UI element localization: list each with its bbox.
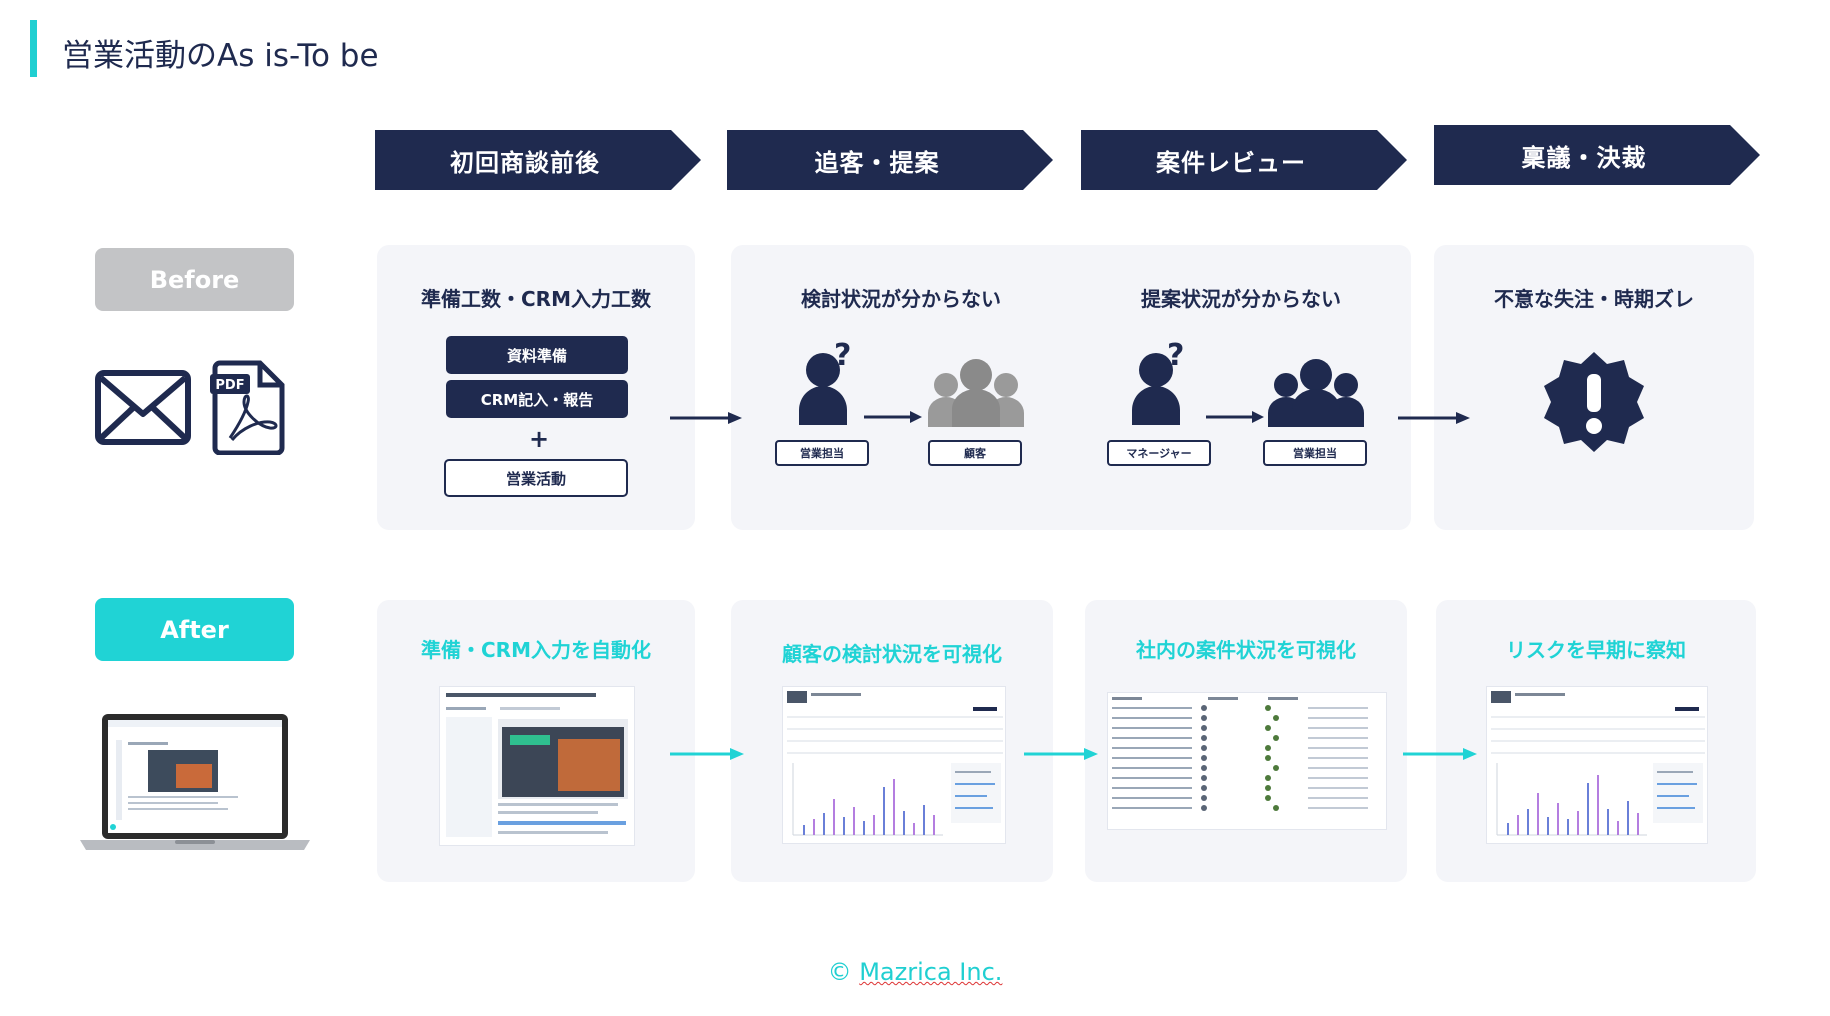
person-tag: 営業担当 — [775, 440, 869, 466]
alert-badge-icon — [1544, 352, 1644, 452]
company-name: Mazrica Inc. — [859, 958, 1003, 986]
screenshot-thumbnail — [787, 691, 1003, 836]
before-panel-status: 検討状況が分からない 提案状況が分からない ? 営業担当 顧客 ? マネージャー… — [731, 245, 1411, 530]
plus-sign: + — [529, 425, 550, 453]
copyright-footer: © Mazrica Inc. — [0, 958, 1830, 986]
chevron-shape — [1081, 130, 1407, 190]
arrow-right-icon — [670, 412, 742, 424]
person-icon — [1132, 353, 1180, 425]
manager-tag: マネージャー — [1107, 440, 1211, 466]
panel-heading: リスクを早期に察知 — [1506, 638, 1686, 662]
screenshot-thumbnail — [1112, 697, 1368, 811]
after-badge: After — [95, 598, 294, 661]
panel-heading: 社内の案件状況を可視化 — [1136, 638, 1356, 662]
chevron-shape — [375, 130, 701, 190]
question-mark: ? — [834, 338, 852, 373]
customer-tag: 顧客 — [928, 440, 1022, 466]
after-panel-internal: 社内の案件状況を可視化 — [1085, 600, 1407, 882]
chevron-shape — [1434, 125, 1760, 185]
screenshot-thumbnail — [1491, 691, 1705, 836]
panel-heading: 顧客の検討状況を可視化 — [782, 642, 1002, 666]
stage-label: 追客・提案 — [814, 148, 940, 177]
screenshot-thumbnail — [446, 693, 628, 837]
pdf-file-icon: PDF — [210, 360, 285, 455]
panel-heading: 不意な失注・時期ズレ — [1494, 287, 1694, 311]
before-badge: Before — [95, 248, 294, 311]
svg-text:PDF: PDF — [215, 378, 244, 393]
sales-group-icon — [1268, 359, 1364, 427]
title-accent-bar — [30, 20, 37, 77]
person-icon — [799, 353, 847, 425]
laptop-icon — [80, 714, 310, 850]
stage-label: 稟議・決裁 — [1521, 143, 1647, 172]
before-panel-risk: 不意な失注・時期ズレ — [1434, 245, 1754, 530]
stage-label: 初回商談前後 — [450, 148, 600, 177]
deal-list-screenshot — [1107, 692, 1387, 830]
panel-heading: 準備工数・CRM入力工数 — [421, 287, 651, 311]
arrow-right-icon — [1403, 748, 1477, 760]
panel-heading: 提案状況が分からない — [1141, 287, 1341, 311]
question-mark: ? — [1167, 338, 1185, 373]
stage-chevron-3: 案件レビュー — [1081, 130, 1407, 190]
task-crm-entry: CRM記入・報告 — [446, 380, 628, 418]
arrow-right-icon — [1024, 748, 1098, 760]
risk-dashboard-screenshot — [1486, 686, 1708, 844]
dashboard-screenshot — [782, 686, 1006, 844]
page-title: 営業活動のAs is-To be — [62, 38, 379, 74]
after-panel-customer: 顧客の検討状況を可視化 — [731, 600, 1053, 882]
stage-chevron-2: 追客・提案 — [727, 130, 1053, 190]
before-panel-prep: 準備工数・CRM入力工数 資料準備 CRM記入・報告 + 営業活動 — [377, 245, 695, 530]
deal-page-screenshot — [439, 686, 635, 846]
sales-rep-tag: 営業担当 — [1263, 440, 1367, 466]
stage-label: 案件レビュー — [1156, 148, 1306, 177]
task-sales-activity: 営業活動 — [444, 459, 628, 497]
after-panel-risk: リスクを早期に察知 — [1436, 600, 1756, 882]
stage-chevron-4: 稟議・決裁 — [1434, 125, 1760, 185]
panel-heading: 準備・CRM入力を自動化 — [421, 638, 651, 662]
panel-heading: 検討状況が分からない — [801, 287, 1001, 311]
arrow-right-icon — [1206, 411, 1264, 423]
copyright-symbol: © — [827, 958, 852, 986]
stage-chevron-1: 初回商談前後 — [375, 130, 701, 190]
task-prepare-materials: 資料準備 — [446, 336, 628, 374]
chevron-shape — [727, 130, 1053, 190]
customer-group-icon — [928, 359, 1024, 427]
mail-icon — [95, 370, 191, 445]
arrow-right-icon — [864, 411, 922, 423]
arrow-right-icon — [1398, 412, 1470, 424]
arrow-right-icon — [670, 748, 744, 760]
after-panel-automation: 準備・CRM入力を自動化 — [377, 600, 695, 882]
